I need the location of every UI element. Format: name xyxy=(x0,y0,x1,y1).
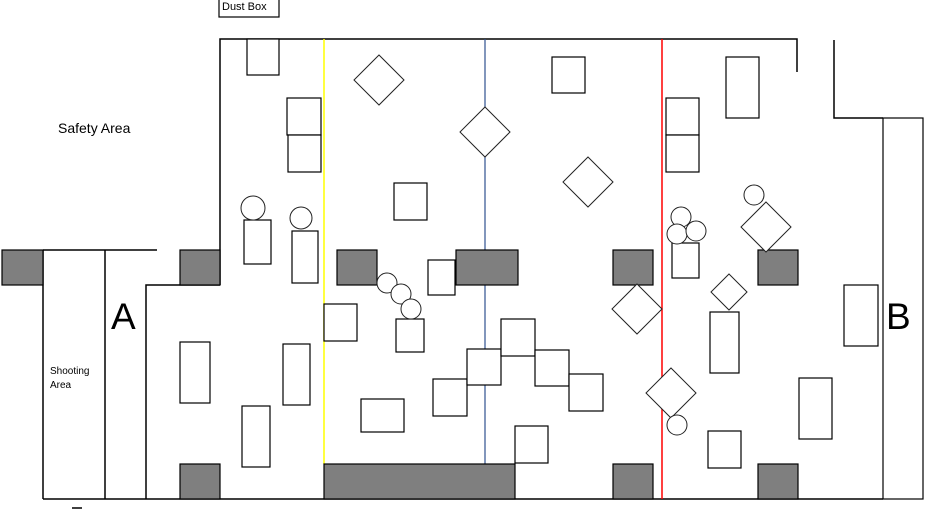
box xyxy=(665,97,700,136)
box xyxy=(286,97,322,136)
box xyxy=(395,318,425,353)
box xyxy=(671,242,700,279)
bunker xyxy=(612,249,654,286)
circle xyxy=(240,195,266,221)
box xyxy=(360,398,405,433)
box xyxy=(709,311,740,374)
circle xyxy=(400,298,422,320)
base-a-label: A xyxy=(111,296,136,337)
box xyxy=(707,430,742,469)
box xyxy=(514,425,549,464)
box xyxy=(179,341,211,404)
box xyxy=(665,134,700,173)
diamond xyxy=(740,201,792,253)
box xyxy=(568,373,604,412)
box xyxy=(323,303,358,342)
box xyxy=(551,56,586,94)
bunker xyxy=(455,249,519,286)
bunker xyxy=(179,463,221,500)
circle xyxy=(743,184,765,206)
bunker xyxy=(336,249,378,286)
bunker xyxy=(323,463,516,500)
bunker xyxy=(757,463,799,500)
dust-box-label: Dust Box xyxy=(222,1,267,13)
diamond xyxy=(611,283,663,335)
box xyxy=(500,318,536,357)
bunker xyxy=(1,249,44,286)
box xyxy=(843,284,879,347)
circle xyxy=(666,223,688,245)
box-obstacles xyxy=(179,38,879,469)
circle xyxy=(666,414,688,436)
box xyxy=(798,377,833,440)
box xyxy=(534,349,570,387)
circle xyxy=(685,220,707,242)
box xyxy=(725,56,760,119)
box xyxy=(291,230,319,284)
base-b-label: B xyxy=(886,296,911,337)
base-b-zone xyxy=(882,117,924,500)
shooting-area-label-line2: Area xyxy=(50,380,72,391)
diamond xyxy=(645,367,697,419)
diamond xyxy=(353,54,405,106)
bunker xyxy=(757,249,799,286)
box xyxy=(282,343,311,406)
box xyxy=(243,219,272,265)
circle xyxy=(289,206,313,230)
box xyxy=(393,182,428,221)
box xyxy=(246,38,280,76)
safety-area-label: Safety Area xyxy=(58,120,131,136)
diamond xyxy=(562,156,614,208)
dust-box xyxy=(218,0,280,18)
diamond xyxy=(459,106,511,158)
box xyxy=(241,405,271,468)
bunker xyxy=(612,463,654,500)
diamond-obstacles xyxy=(353,54,792,419)
box xyxy=(287,134,322,173)
circle xyxy=(376,272,398,294)
gray-bunkers xyxy=(1,249,799,500)
shooting-area-label-line1: Shooting xyxy=(50,366,90,377)
diamond xyxy=(710,273,748,311)
bunker xyxy=(179,249,221,286)
round-obstacles xyxy=(240,184,765,436)
box xyxy=(427,259,456,296)
circle xyxy=(390,283,412,305)
box xyxy=(432,378,468,417)
box xyxy=(466,348,502,386)
